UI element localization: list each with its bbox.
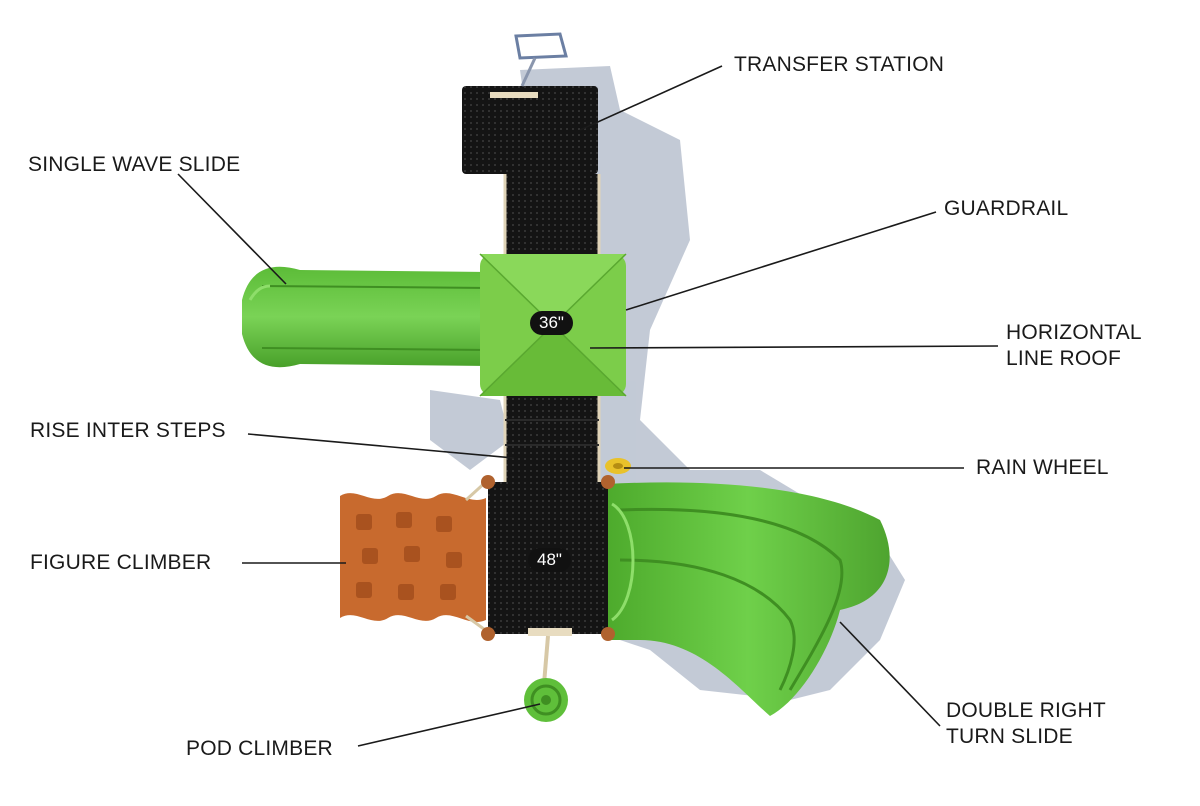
label-double-right-turn-slide: DOUBLE RIGHT TURN SLIDE — [946, 698, 1106, 750]
leader-guardrail — [625, 211, 937, 311]
label-double-right-turn-slide-line1: DOUBLE RIGHT — [946, 699, 1106, 722]
label-double-right-turn-slide-line2: TURN SLIDE — [946, 725, 1073, 748]
label-rain-wheel: RAIN WHEEL — [976, 456, 1109, 479]
single-wave-slide — [242, 266, 491, 368]
label-rise-inter-steps: RISE INTER STEPS — [30, 419, 226, 442]
rain-wheel — [605, 458, 631, 474]
label-single-wave-slide: SINGLE WAVE SLIDE — [28, 153, 241, 176]
label-transfer-station: TRANSFER STATION — [734, 53, 945, 76]
label-horizontal-line-roof: HORIZONTAL LINE ROOF — [1006, 320, 1142, 372]
steering-wheel-panel — [514, 32, 568, 87]
label-horizontal-line-roof-line1: HORIZONTAL — [1006, 321, 1142, 344]
lower-deck-height-badge: 48" — [528, 548, 571, 572]
leader-transfer-station — [579, 65, 723, 131]
upper-deck-height-badge: 36" — [530, 311, 573, 335]
leader-single-wave-slide — [177, 173, 287, 285]
double-right-turn-slide — [606, 482, 890, 716]
leader-rise-inter-steps — [247, 433, 515, 459]
label-horizontal-line-roof-line2: LINE ROOF — [1006, 347, 1121, 370]
figure-climber — [340, 478, 490, 634]
leader-double-right-turn-slide — [839, 621, 941, 727]
pod-climber — [524, 635, 568, 722]
leader-pod-climber — [357, 703, 541, 747]
leader-horizontal-line-roof — [589, 345, 999, 349]
label-figure-climber: FIGURE CLIMBER — [30, 551, 212, 574]
label-guardrail: GUARDRAIL — [944, 197, 1069, 220]
transfer-station-deck — [462, 86, 598, 174]
label-pod-climber: POD CLIMBER — [186, 737, 333, 760]
leader-lines — [177, 65, 999, 747]
